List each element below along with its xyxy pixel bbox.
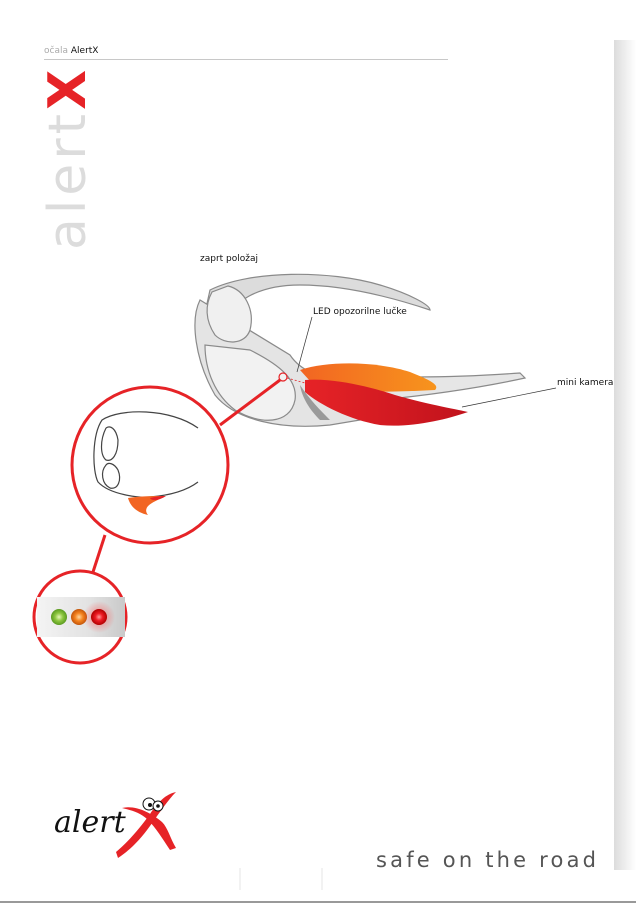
callout-mini-camera: mini kamera <box>557 378 614 388</box>
callout-led-lights: LED opozorilne lučke <box>313 307 407 317</box>
zoom-connector <box>219 378 281 427</box>
callout-closed-position: zaprt položaj <box>200 254 259 264</box>
header-prefix: očala <box>44 46 68 56</box>
camera-leader-line <box>461 387 557 408</box>
header-divider <box>44 59 448 60</box>
logo-x-mark <box>116 792 176 858</box>
header: očala AlertX <box>44 46 98 56</box>
zoom-arm <box>128 496 165 515</box>
red-arm <box>305 379 468 426</box>
grey-arm-shadow <box>300 385 330 420</box>
zoom-circle <box>70 385 230 545</box>
green-led <box>51 609 67 625</box>
led-leader-line <box>296 316 313 373</box>
header-brand: AlertX <box>70 46 99 56</box>
logo-text: alert <box>54 805 126 840</box>
orange-led <box>71 609 87 625</box>
red-led <box>91 609 107 625</box>
tagline: safe on the road <box>376 848 600 872</box>
zoom-frame-sketch <box>93 411 199 498</box>
led-marker <box>278 372 288 382</box>
